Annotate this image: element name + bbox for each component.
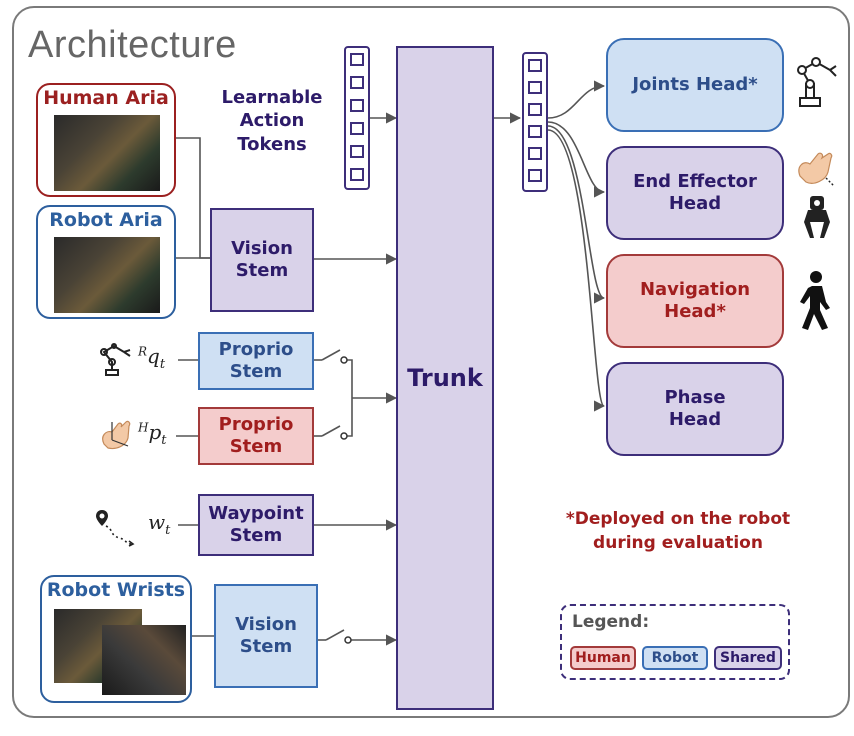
robot-q-sub: t xyxy=(159,357,166,372)
legend-shared: Shared xyxy=(714,646,782,670)
token xyxy=(528,169,542,182)
deployment-note: *Deployed on the robot during evaluation xyxy=(548,508,808,556)
proprio-stem-human: Proprio Stem xyxy=(198,407,314,465)
end-effector-line1: End Effector xyxy=(633,171,757,193)
robot-aria-label: Robot Aria xyxy=(49,209,163,231)
joints-head-label: Joints Head* xyxy=(632,74,758,96)
legend-title: Legend: xyxy=(572,612,650,632)
diagram-title: Architecture xyxy=(28,24,237,66)
joints-head: Joints Head* xyxy=(606,38,784,132)
proprio-stem-robot: Proprio Stem xyxy=(198,332,314,390)
token xyxy=(350,168,364,181)
map-pin-icon xyxy=(96,508,144,548)
proprio-robot-line2: Stem xyxy=(229,361,283,382)
vision-stem-top-line1: Vision xyxy=(231,238,293,260)
token xyxy=(350,53,364,66)
token xyxy=(528,81,542,94)
learnable-line3: Tokens xyxy=(237,133,307,155)
robot-wrists-image-2 xyxy=(102,625,186,695)
navigation-line1: Navigation xyxy=(639,279,751,301)
token xyxy=(528,103,542,116)
vision-stem-top-line2: Stem xyxy=(235,260,289,281)
phase-head: Phase Head xyxy=(606,362,784,456)
phase-line2: Head xyxy=(668,409,722,430)
token xyxy=(350,145,364,158)
waypoint-w-symbol: wt xyxy=(148,510,170,538)
human-aria-label: Human Aria xyxy=(43,87,169,109)
human-p-sym: p xyxy=(148,420,162,444)
waypoint-w-sub: t xyxy=(165,523,171,538)
human-p-sub: t xyxy=(161,433,167,448)
robot-wrists-panel: Robot Wrists xyxy=(40,575,192,703)
gripper-icon xyxy=(800,194,834,240)
robot-aria-panel: Robot Aria xyxy=(36,205,176,319)
robot-wrists-label: Robot Wrists xyxy=(46,579,186,601)
navigation-line2: Head* xyxy=(664,301,726,322)
waypoint-stem: Waypoint Stem xyxy=(198,494,314,556)
walking-person-icon xyxy=(794,270,834,332)
hand-icon xyxy=(98,416,136,454)
human-p-sup: H xyxy=(138,420,149,435)
waypoint-stem-line2: Stem xyxy=(229,525,283,546)
legend: Legend: Human Robot Shared xyxy=(560,604,790,680)
waypoint-w-sym: w xyxy=(148,510,166,534)
learnable-line1: Learnable xyxy=(221,87,323,108)
trunk-label: Trunk xyxy=(407,363,483,392)
input-token-column xyxy=(344,46,370,190)
token xyxy=(528,147,542,160)
human-aria-image xyxy=(54,115,160,191)
robot-q-symbol: Rqt xyxy=(138,344,165,372)
trunk: Trunk xyxy=(396,46,494,710)
vision-stem-bottom: Vision Stem xyxy=(214,584,318,688)
legend-human: Human xyxy=(570,646,636,670)
phase-line1: Phase xyxy=(664,387,726,409)
note-line2: during evaluation xyxy=(593,532,763,553)
token xyxy=(528,59,542,72)
token xyxy=(350,99,364,112)
hand-icon xyxy=(796,150,838,190)
legend-robot: Robot xyxy=(642,646,708,670)
vision-stem-top: Vision Stem xyxy=(210,208,314,312)
navigation-head: Navigation Head* xyxy=(606,254,784,348)
robot-q-sym: q xyxy=(147,344,160,368)
end-effector-head: End Effector Head xyxy=(606,146,784,240)
learnable-line2: Action xyxy=(239,110,305,132)
end-effector-line2: Head xyxy=(668,193,722,214)
token xyxy=(528,125,542,138)
proprio-robot-line1: Proprio xyxy=(218,339,294,361)
robot-q-sup: R xyxy=(138,344,148,359)
waypoint-stem-line1: Waypoint xyxy=(208,503,304,525)
note-line1: *Deployed on the robot xyxy=(565,509,791,529)
robot-aria-image xyxy=(54,237,160,313)
proprio-human-line2: Stem xyxy=(229,436,283,457)
token xyxy=(350,122,364,135)
human-p-symbol: Hpt xyxy=(138,420,167,448)
output-token-column xyxy=(522,52,548,192)
learnable-tokens-label: Learnable Action Tokens xyxy=(212,86,332,156)
human-aria-panel: Human Aria xyxy=(36,83,176,197)
robot-arm-icon xyxy=(98,342,134,378)
vision-stem-bottom-line2: Stem xyxy=(239,636,293,657)
proprio-human-line1: Proprio xyxy=(218,414,294,436)
vision-stem-bottom-line1: Vision xyxy=(235,614,297,636)
robot-arm-icon xyxy=(792,56,838,108)
token xyxy=(350,76,364,89)
